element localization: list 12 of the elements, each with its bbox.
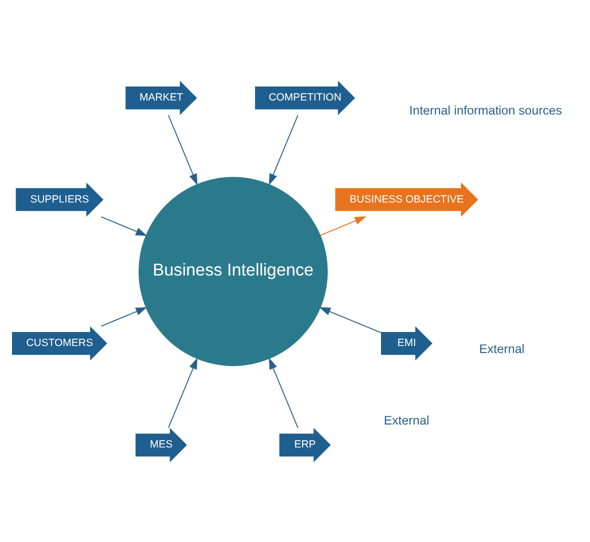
arrow <box>168 114 198 185</box>
arrow <box>268 114 298 185</box>
arrow <box>168 357 198 428</box>
arrow <box>100 306 148 326</box>
label: Internal information sources <box>409 103 562 118</box>
label: External <box>384 412 430 427</box>
label: External <box>479 341 525 356</box>
arrow <box>268 357 298 428</box>
arrow <box>319 306 382 333</box>
arrow <box>100 216 148 236</box>
arrow <box>320 216 366 236</box>
node-circle: Business Intelligence <box>138 176 328 366</box>
